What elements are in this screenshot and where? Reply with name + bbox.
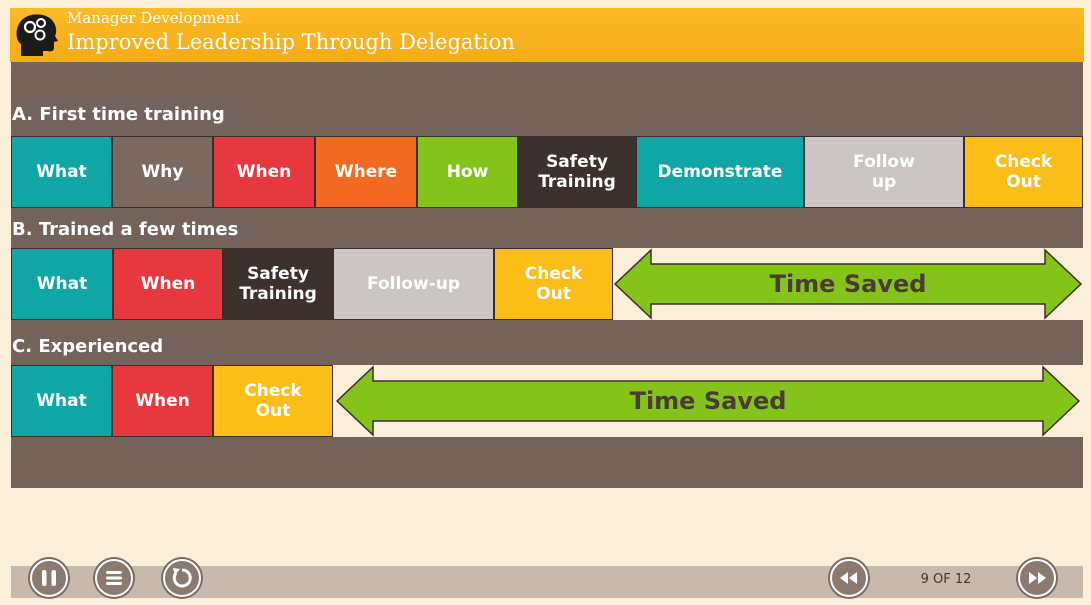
head-with-gears-icon [16,14,58,56]
step-safety-training: Safety Training [223,248,333,320]
section-label-trained-few: B. Trained a few times [12,219,239,240]
pause-button[interactable] [30,559,68,597]
menu-list-icon [106,571,122,585]
step-what: What [11,365,112,437]
page-title: Improved Leadership Through Delegation [67,30,515,54]
time-saved-label: Time Saved [769,270,927,298]
step-what: What [11,136,112,208]
step-when: When [213,136,315,208]
step-why: Why [112,136,213,208]
replay-button[interactable] [163,559,201,597]
step-safety-training: Safety Training [518,136,636,208]
section-label-first-time: A. First time training [12,104,225,125]
header-bar: Manager Development Improved Leadership … [10,8,1084,62]
step-when: When [112,365,213,437]
double-arrow-icon [335,365,1081,437]
time-saved-arrow: Time Saved [613,248,1083,320]
step-how: How [417,136,518,208]
step-follow-up: Follow-up [333,248,494,320]
rewind-icon [840,572,857,584]
replay-icon [172,568,192,588]
time-saved-arrow: Time Saved [333,365,1083,437]
step-demonstrate: Demonstrate [636,136,804,208]
step-check-out: Check Out [213,365,333,437]
page-indicator: 9 OF 12 [920,572,972,587]
step-follow-up: Follow up [804,136,964,208]
section-label-experienced: C. Experienced [12,336,164,357]
fast-forward-icon [1029,572,1046,584]
menu-button[interactable] [95,559,133,597]
step-check-out: Check Out [964,136,1083,208]
step-check-out: Check Out [494,248,613,320]
step-when: When [113,248,223,320]
double-arrow-icon [613,248,1083,320]
step-where: Where [315,136,417,208]
course-subtitle: Manager Development [67,9,241,27]
time-saved-label: Time Saved [629,387,787,415]
pause-icon [42,570,56,586]
next-slide-button[interactable] [1018,559,1056,597]
previous-slide-button[interactable] [830,559,868,597]
step-what: What [11,248,113,320]
